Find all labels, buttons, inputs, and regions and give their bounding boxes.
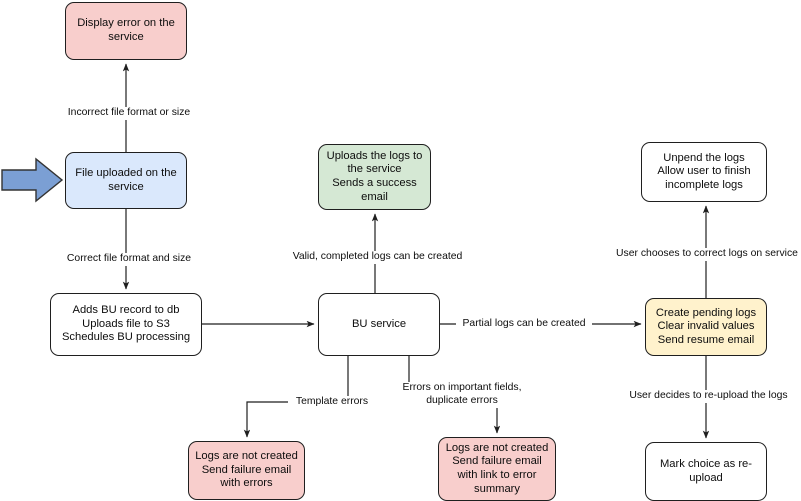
edge-label-user-decides-reupload: User decides to re-upload the logs: [619, 390, 798, 403]
edge-label-incorrect-file-format: Incorrect file format or size: [58, 107, 200, 120]
edge-label-correct-file-format: Correct file format and size: [58, 253, 200, 266]
incoming-upload-arrow: [1, 157, 64, 203]
node-adds-bu-record[interactable]: Adds BU record to db Uploads file to S3 …: [50, 293, 202, 356]
node-mark-choice-as-reupload[interactable]: Mark choice as re- upload: [645, 442, 767, 501]
node-display-error[interactable]: Display error on the service: [65, 2, 187, 60]
node-unpend-logs[interactable]: Unpend the logs Allow user to finish inc…: [641, 142, 767, 202]
edge-label-user-chooses-correct-logs: User chooses to correct logs on service: [608, 248, 801, 261]
edge-label-valid-completed-logs: Valid, completed logs can be created: [283, 251, 472, 264]
edge-label-partial-logs: Partial logs can be created: [456, 318, 592, 331]
edge-label-template-errors: Template errors: [288, 396, 376, 409]
edge-label-important-field-errors: Errors on important fields, duplicate er…: [393, 382, 531, 408]
node-logs-not-created-error-summary[interactable]: Logs are not created Send failure email …: [438, 437, 556, 501]
node-file-uploaded-on-the-service[interactable]: File uploaded on the service: [65, 152, 187, 209]
node-bu-service[interactable]: BU service: [318, 293, 440, 356]
node-uploads-logs-success[interactable]: Uploads the logs to the service Sends a …: [318, 144, 431, 210]
node-logs-not-created-with-errors[interactable]: Logs are not created Send failure email …: [188, 441, 305, 500]
node-create-pending-logs[interactable]: Create pending logs Clear invalid values…: [645, 298, 767, 356]
